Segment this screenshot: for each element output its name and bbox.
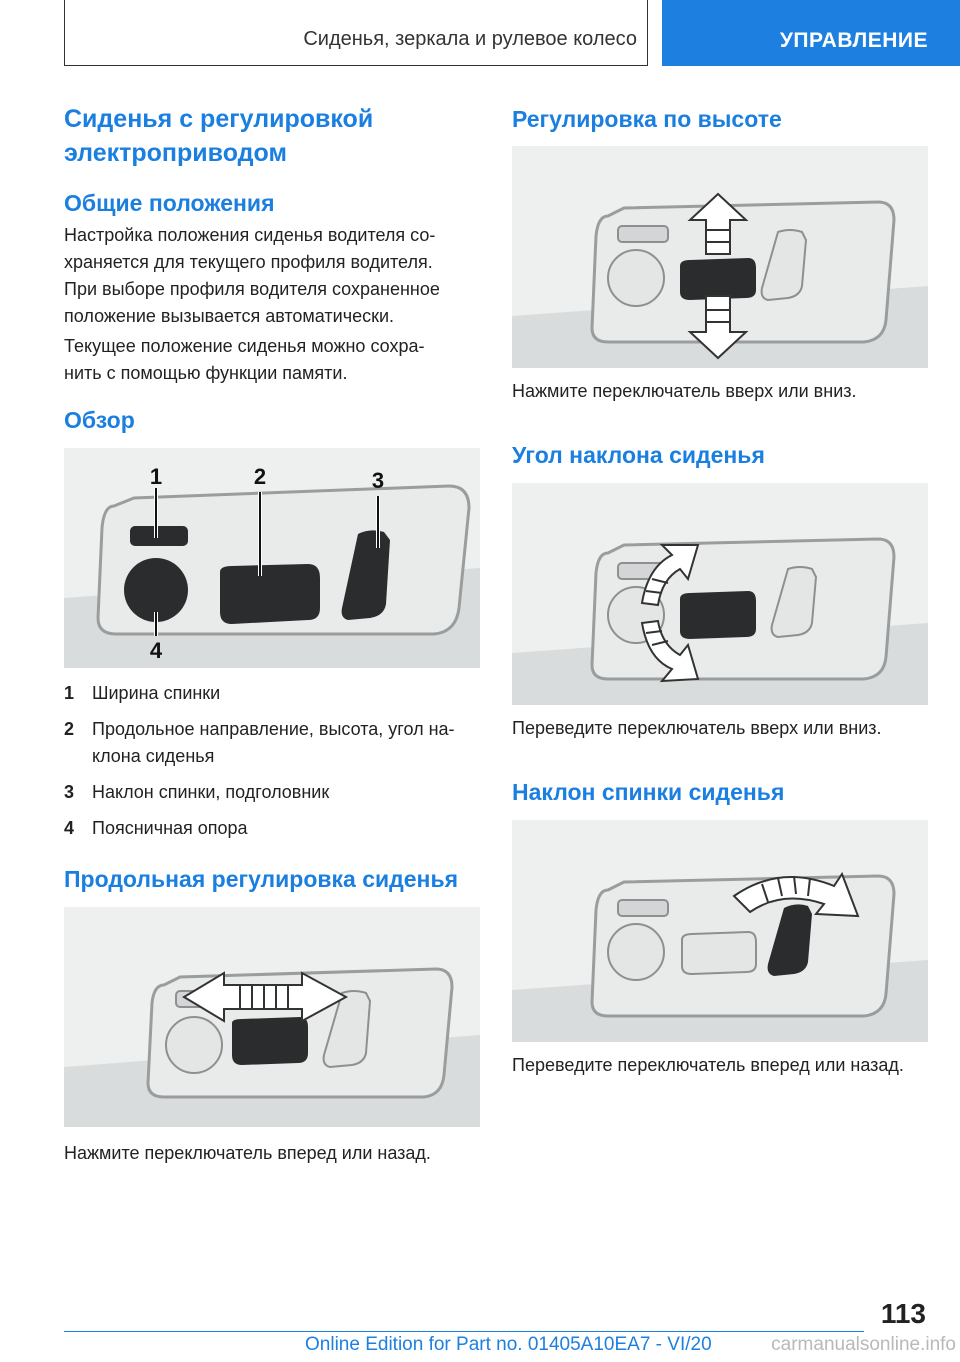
height-figure xyxy=(512,146,928,368)
height-heading: Регулировка по высоте xyxy=(512,106,782,132)
legend-item: 2 Продольное направление, высота, угол н… xyxy=(64,716,484,770)
height-illustration xyxy=(512,146,928,368)
footer-divider xyxy=(64,1331,864,1332)
callout-1: 1 xyxy=(150,464,162,489)
tilt-illustration xyxy=(512,483,928,705)
text-line: храняется для текущего профиля водителя. xyxy=(64,252,433,272)
seat-switch xyxy=(220,564,320,624)
callout-2: 2 xyxy=(254,464,266,489)
tilt-caption: Переведите переключатель вверх или вниз. xyxy=(512,718,882,738)
tilt-heading: Угол наклона сиденья xyxy=(512,442,765,468)
legend-text: Ширина спинки xyxy=(92,683,221,703)
legend-item: 4 Поясничная опора xyxy=(64,815,484,842)
longitudinal-heading: Продольная регулировка сиденья xyxy=(64,866,459,892)
backrest-heading: Наклон спинки сиденья xyxy=(512,779,785,805)
legend-number: 3 xyxy=(64,782,75,802)
height-caption: Нажмите переключатель вверх или вниз. xyxy=(512,381,857,401)
general-paragraph-1: Настройка положения сиденья водителя со-… xyxy=(64,222,440,330)
header-section-title: Сиденья, зеркала и рулевое колесо xyxy=(303,28,637,50)
text-line: положение вызывается автоматически. xyxy=(64,306,395,326)
backrest-caption: Переведите переключатель вперед или наза… xyxy=(512,1055,904,1075)
tilt-figure xyxy=(512,483,928,705)
legend-text: Наклон спинки, подголовник xyxy=(92,782,330,802)
overview-figure: 1 2 3 4 xyxy=(64,448,480,668)
legend-number: 2 xyxy=(64,719,75,739)
backrest-illustration xyxy=(512,820,928,1042)
legend-text: Поясничная опора xyxy=(92,818,248,838)
longitudinal-figure xyxy=(64,907,480,1127)
main-title-line1: Сиденья с регулировкой xyxy=(64,105,374,133)
legend-item: 3 Наклон спинки, подголовник xyxy=(64,779,484,806)
longitudinal-illustration xyxy=(64,907,480,1127)
overview-legend: 1 Ширина спинки 2 Продольное направление… xyxy=(64,680,484,851)
legend-item: 1 Ширина спинки xyxy=(64,680,484,707)
text-line: Настройка положения сиденья водителя со- xyxy=(64,225,436,245)
overview-heading: Обзор xyxy=(64,407,135,433)
page-number: 113 xyxy=(880,1298,926,1329)
text-line: При выборе профиля водителя сохраненное xyxy=(64,279,440,299)
legend-text: Продольное направление, высота, угол на-… xyxy=(92,719,455,766)
backrest-width-switch xyxy=(130,526,188,546)
backrest-figure xyxy=(512,820,928,1042)
callout-3: 3 xyxy=(372,468,384,493)
watermark: carmanualsonline.info xyxy=(771,1334,956,1355)
footer-edition: Online Edition for Part no. 01405A10EA7 … xyxy=(305,1334,712,1355)
text-line: нить с помощью функции памяти. xyxy=(64,363,348,383)
seat-controls-illustration: 1 2 3 4 xyxy=(64,448,480,668)
text-line: Текущее положение сиденья можно сохра- xyxy=(64,336,425,356)
general-paragraph-2: Текущее положение сиденья можно сохра- н… xyxy=(64,333,424,387)
lumbar-support-knob xyxy=(124,558,188,622)
longitudinal-caption: Нажмите переключатель вперед или назад. xyxy=(64,1143,431,1163)
backrest-switch xyxy=(341,530,390,620)
header-chapter-title: УПРАВЛЕНИЕ xyxy=(779,29,928,52)
callout-4: 4 xyxy=(150,638,163,663)
header-chapter-box: УПРАВЛЕНИЕ xyxy=(662,0,960,66)
general-heading: Общие положения xyxy=(64,190,275,216)
main-title-line2: электроприводом xyxy=(64,139,287,167)
legend-number: 1 xyxy=(64,683,75,703)
legend-number: 4 xyxy=(64,818,75,838)
header-section-box: Сиденья, зеркала и рулевое колесо xyxy=(64,0,648,66)
